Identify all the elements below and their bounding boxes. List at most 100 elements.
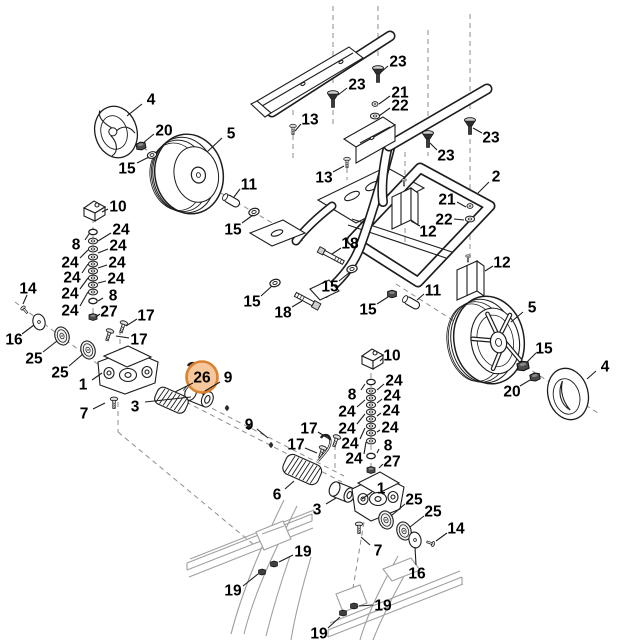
callout-label-19: 19 xyxy=(310,625,328,640)
callout-leader-23 xyxy=(379,65,389,74)
callout-leader-24 xyxy=(356,413,366,425)
callout-label-5: 5 xyxy=(227,125,236,142)
callout-leader-24 xyxy=(359,427,366,440)
callout-leader-23 xyxy=(337,87,348,96)
callout-label-17: 17 xyxy=(300,420,317,437)
callout-label-20: 20 xyxy=(503,383,520,400)
callout-leader-17 xyxy=(304,447,318,454)
callout-leader-13 xyxy=(294,123,302,132)
callout-label-16: 16 xyxy=(5,331,23,348)
callout-leader-1 xyxy=(91,372,103,381)
callout-label-15: 15 xyxy=(243,293,261,310)
callout-leader-14 xyxy=(435,532,448,542)
part-wheel-left xyxy=(149,133,225,215)
callout-label-3: 3 xyxy=(131,398,140,415)
callout-leader-23 xyxy=(429,142,438,151)
callout-leader-15 xyxy=(526,352,537,363)
callout-leader-10 xyxy=(101,208,109,213)
callout-label-25: 25 xyxy=(405,491,423,508)
callout-leader-19 xyxy=(278,554,294,563)
callout-label-1: 1 xyxy=(377,480,386,497)
callout-leader-13 xyxy=(332,165,345,173)
callout-label-15: 15 xyxy=(118,160,136,177)
callout-label-19: 19 xyxy=(294,543,312,560)
callout-leader-20 xyxy=(142,133,155,144)
callout-label-23: 23 xyxy=(348,76,366,93)
callout-leader-10 xyxy=(379,357,384,362)
callout-leader-8 xyxy=(97,297,104,302)
callout-leader-8 xyxy=(376,448,380,454)
callout-leader-24 xyxy=(97,248,109,254)
callout-label-11: 11 xyxy=(425,282,442,299)
callout-leader-1 xyxy=(361,491,373,500)
callout-label-24: 24 xyxy=(109,237,127,254)
callout-leader-24 xyxy=(79,291,89,307)
callout-leader-26 xyxy=(174,382,194,393)
callout-label-7: 7 xyxy=(80,405,89,422)
callout-label-22: 22 xyxy=(391,97,408,114)
callout-label-9: 9 xyxy=(245,416,254,433)
callout-label-17: 17 xyxy=(130,331,147,348)
callout-label-19: 19 xyxy=(374,597,392,614)
callout-label-8: 8 xyxy=(384,437,393,454)
callout-leader-15 xyxy=(338,271,351,282)
callout-leader-25 xyxy=(42,340,58,353)
callout-label-2: 2 xyxy=(492,168,501,185)
callout-label-18: 18 xyxy=(341,235,359,252)
callout-label-26: 26 xyxy=(193,369,211,386)
callout-leader-15 xyxy=(241,214,254,224)
callout-leader-3 xyxy=(144,396,192,403)
callout-label-15: 15 xyxy=(359,301,377,318)
callout-leader-22 xyxy=(453,218,465,221)
lower-rails xyxy=(186,499,464,640)
callout-leader-9 xyxy=(256,428,269,439)
callout-label-18: 18 xyxy=(274,304,292,321)
callout-leader-15 xyxy=(260,285,273,297)
callout-label-24: 24 xyxy=(338,403,356,420)
stack-left xyxy=(82,200,107,321)
part-wheel-right xyxy=(446,295,526,385)
assembly-left xyxy=(19,304,214,414)
callout-label-25: 25 xyxy=(424,503,442,520)
callout-leader-20 xyxy=(519,379,531,387)
callout-leader-24 xyxy=(376,412,382,417)
callout-leader-5 xyxy=(510,311,524,323)
callout-label-23: 23 xyxy=(482,129,500,146)
callout-leader-24 xyxy=(79,277,89,290)
callout-leader-5 xyxy=(206,137,223,153)
callout-leader-24 xyxy=(79,249,89,259)
callout-leader-24 xyxy=(356,399,366,408)
callout-leader-7 xyxy=(92,402,106,410)
callout-label-23: 23 xyxy=(389,53,407,70)
callout-label-13: 13 xyxy=(315,169,333,186)
part-upper-handlebar xyxy=(250,30,396,118)
callout-label-17: 17 xyxy=(137,307,154,324)
callout-leader-27 xyxy=(378,463,384,469)
callout-label-24: 24 xyxy=(338,420,356,437)
callout-leader-8 xyxy=(84,233,90,241)
callout-label-24: 24 xyxy=(382,402,400,419)
callout-label-24: 24 xyxy=(61,302,79,319)
callout-label-10: 10 xyxy=(109,198,126,215)
callout-label-20: 20 xyxy=(155,122,172,139)
callout-leader-11 xyxy=(233,188,241,198)
part-hubcap-right xyxy=(546,367,590,421)
callout-leader-22 xyxy=(378,107,391,117)
callout-leader-24 xyxy=(376,429,381,433)
callout-leader-24 xyxy=(81,263,89,274)
nut-20-right xyxy=(528,371,542,383)
callout-leader-17 xyxy=(317,431,332,441)
callout-leader-17 xyxy=(125,318,138,327)
hardware-frame-fasteners xyxy=(220,192,422,311)
callout-label-17: 17 xyxy=(287,436,304,453)
callout-leader-14 xyxy=(22,294,28,305)
callout-leader-17 xyxy=(115,335,130,339)
callout-label-15: 15 xyxy=(224,221,242,238)
callout-label-22: 22 xyxy=(435,211,452,228)
callout-leader-24 xyxy=(97,280,107,284)
callout-leader-9 xyxy=(204,381,221,392)
callout-label-21: 21 xyxy=(438,191,456,208)
callout-leader-25 xyxy=(68,353,84,367)
callout-leader-12 xyxy=(410,220,421,227)
